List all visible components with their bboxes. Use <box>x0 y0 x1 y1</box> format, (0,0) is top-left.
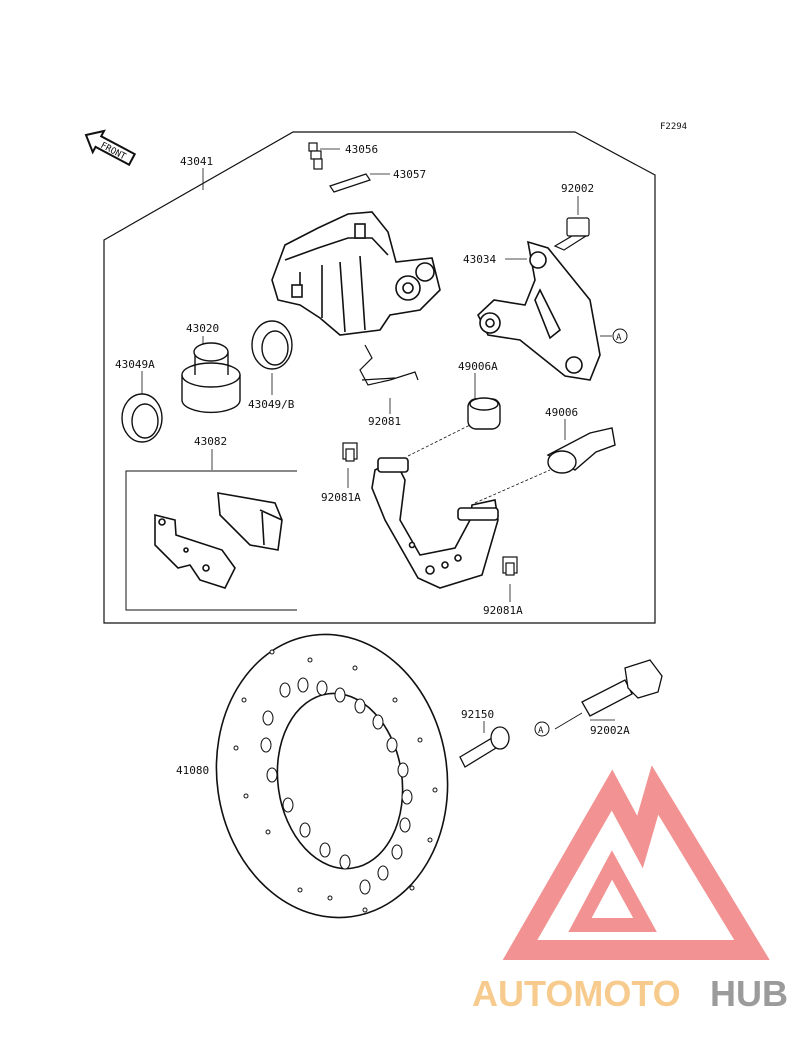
watermark-logo: AUTOMOTO HUB <box>472 765 788 1014</box>
label-92150: 92150 <box>461 708 494 721</box>
disc-holes <box>233 649 438 913</box>
bleeder-valve <box>308 142 323 170</box>
clip-92081a <box>342 442 358 462</box>
clip-92081a <box>502 556 518 576</box>
brake-pads <box>154 492 283 589</box>
front-arrow-icon: FRONT <box>84 129 137 167</box>
label-41080: 41080 <box>176 764 209 777</box>
label-43020: 43020 <box>186 322 219 335</box>
caliper-assembly-outline <box>103 131 656 624</box>
diagram-code: F2294 <box>660 122 687 132</box>
caliper-body <box>271 211 441 336</box>
watermark-text-part1: AUTOMOTO <box>472 973 681 1014</box>
label-92002: 92002 <box>561 182 594 195</box>
dust-seal <box>121 393 163 443</box>
label-92002a: 92002A <box>590 724 630 737</box>
svg-text:A: A <box>538 726 544 736</box>
caliper-bracket <box>477 240 601 381</box>
pad-spring <box>359 344 419 386</box>
label-43057: 43057 <box>393 168 426 181</box>
label-43082: 43082 <box>194 435 227 448</box>
label-49006a: 49006A <box>458 360 498 373</box>
ref-marker-a-icon: A <box>612 328 628 344</box>
label-43034: 43034 <box>463 253 496 266</box>
bolt-92002 <box>553 217 590 251</box>
bolt-92002a <box>581 659 663 717</box>
label-92081a-2: 92081A <box>483 604 523 617</box>
label-92081: 92081 <box>368 415 401 428</box>
label-43049b: 43049/B <box>248 398 295 411</box>
disc-bolt <box>459 726 510 768</box>
pad-box-outline <box>125 470 297 611</box>
label-43056: 43056 <box>345 143 378 156</box>
piston-seal <box>251 320 293 370</box>
part-labels: 43041 43056 43057 92002 43034 43020 4304… <box>115 143 630 777</box>
caliper-support <box>371 457 499 589</box>
boot-49006a <box>467 397 501 430</box>
leader-lines <box>141 148 615 771</box>
brake-disc <box>215 633 449 919</box>
label-43049a: 43049A <box>115 358 155 371</box>
ref-marker-a-icon: A <box>534 721 550 737</box>
boot-49006 <box>546 427 616 474</box>
label-43041: 43041 <box>180 155 213 168</box>
label-92081a-1: 92081A <box>321 491 361 504</box>
label-49006: 49006 <box>545 406 578 419</box>
bleeder-cap <box>329 173 371 193</box>
svg-text:A: A <box>616 333 622 343</box>
caliper-piston <box>181 342 241 414</box>
watermark-text-part2: HUB <box>710 973 788 1014</box>
